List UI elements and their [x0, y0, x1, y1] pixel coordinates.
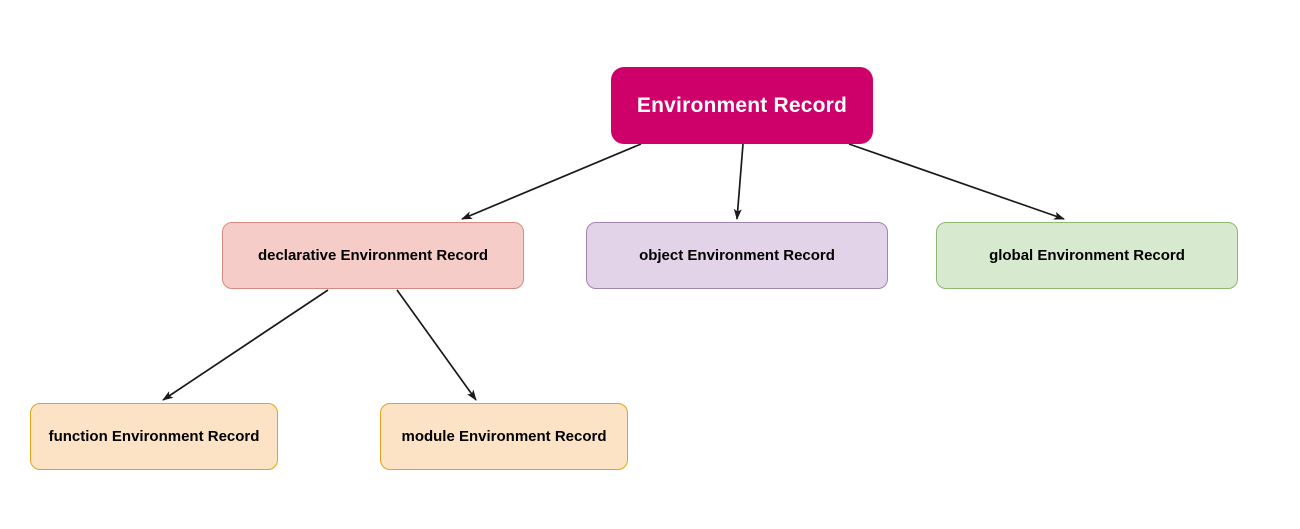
node-declarative-environment-record[interactable]: declarative Environment Record	[222, 222, 524, 289]
edge-root-to-object	[733, 143, 744, 220]
edge-root-to-global	[848, 143, 1065, 220]
node-label-global-environment-record: global Environment Record	[989, 246, 1185, 264]
node-function-environment-record[interactable]: function Environment Record	[30, 403, 278, 470]
node-label-environment-record: Environment Record	[636, 93, 848, 117]
node-object-environment-record[interactable]: object Environment Record	[586, 222, 888, 289]
edge-root-to-declarative	[461, 143, 642, 220]
edge-declarative-to-module	[396, 289, 477, 401]
node-label-object-environment-record: object Environment Record	[639, 246, 835, 264]
node-label-function-environment-record: function Environment Record	[48, 427, 260, 445]
node-global-environment-record[interactable]: global Environment Record	[936, 222, 1238, 289]
node-environment-record[interactable]: Environment Record	[611, 67, 873, 144]
edge-declarative-to-function	[162, 289, 329, 401]
node-module-environment-record[interactable]: module Environment Record	[380, 403, 628, 470]
node-label-module-environment-record: module Environment Record	[401, 427, 607, 445]
node-label-declarative-environment-record: declarative Environment Record	[257, 246, 489, 264]
